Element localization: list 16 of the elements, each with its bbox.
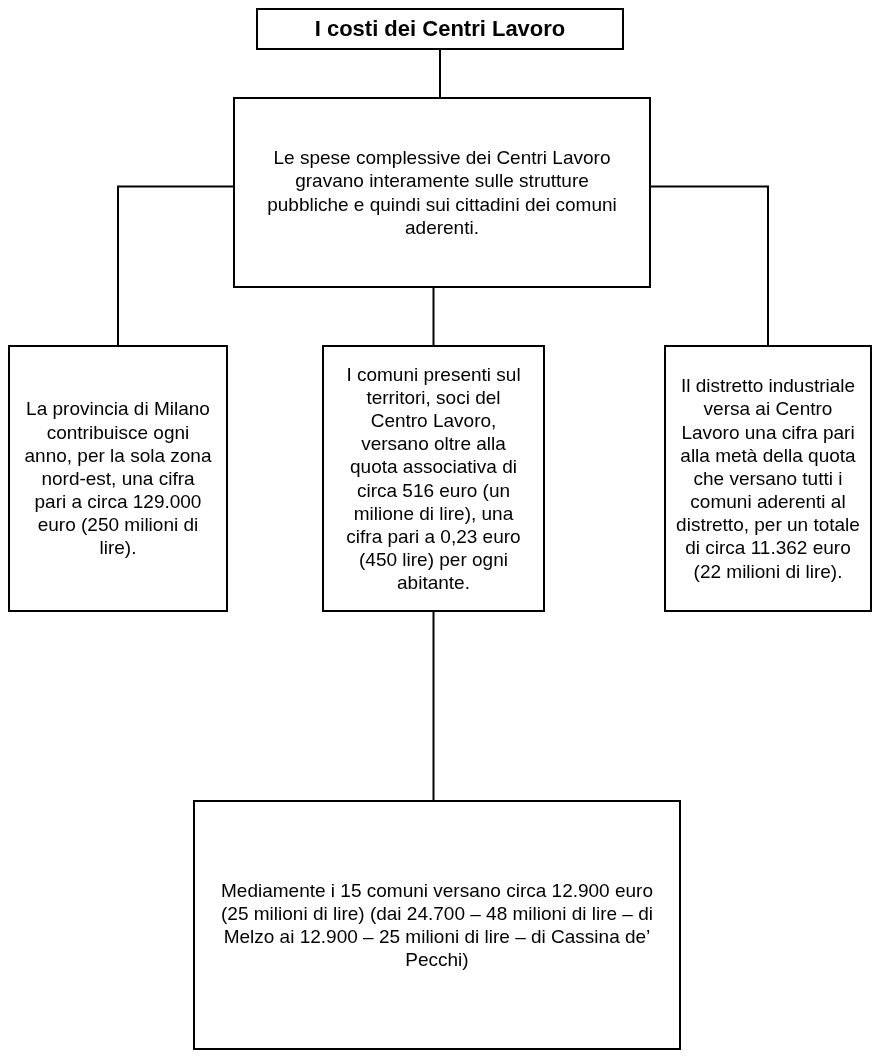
connector-line bbox=[650, 185, 769, 346]
connector-line bbox=[439, 49, 441, 98]
text-box bbox=[193, 800, 681, 1050]
box-text: La provincia di Milano contribuisce ogni anno, per la sola zona nord-est, una cifra pari a circa 129.000 euro (250 milioni di lire). bbox=[23, 397, 213, 560]
connector-line bbox=[432, 611, 435, 801]
title-box: I costi dei Centri Lavoro bbox=[256, 8, 624, 50]
box-text: Le spese complessive dei Centri Lavoro gravano interamente sulle strutture pubbliche e quindi sui cittadini dei comuni aderenti. bbox=[266, 146, 618, 239]
box-text: I comuni presenti sul territori, soci del Centro Lavoro, versano oltre alla quota associativa di circa 516 euro (un milione di lire), una cifra pari a 0,23 euro (450 lire) per ogni abitante. bbox=[345, 362, 522, 595]
box-text: Il distretto industriale versa ai Centro Lavoro una cifra pari alla metà della quota che versano tutti i comuni aderenti al distretto, per un totale di circa 11.362 euro (22 milioni di lire). bbox=[675, 374, 861, 583]
text-box bbox=[322, 345, 545, 612]
text-box bbox=[664, 345, 872, 612]
text-box bbox=[233, 97, 651, 288]
text-box bbox=[8, 345, 228, 612]
connector-line bbox=[117, 185, 234, 346]
box-text: Mediamente i 15 comuni versano circa 12.900 euro (25 milioni di lire) (dai 24.700 – 48 milioni di lire – di Melzo ai 12.900 – 25 milioni di lire – di Cassina de’ Pecchi) bbox=[220, 878, 654, 972]
connector-line bbox=[432, 287, 435, 346]
